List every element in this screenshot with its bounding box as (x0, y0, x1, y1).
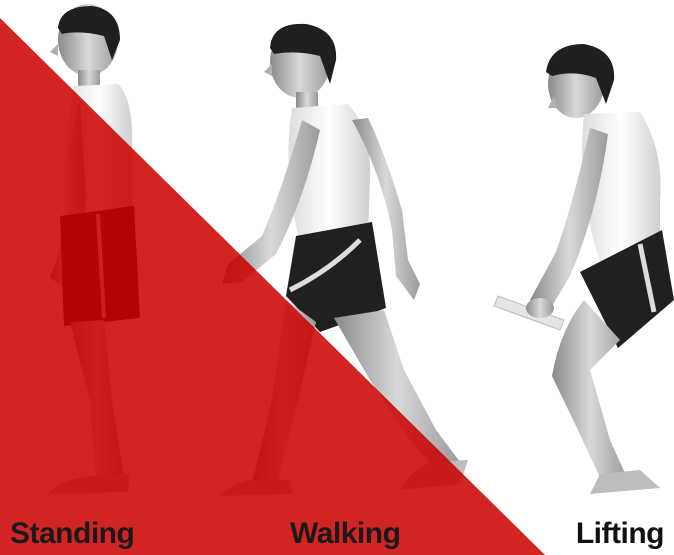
standing-nose (50, 44, 58, 56)
walking-nose (264, 64, 272, 76)
lifting-hand (526, 298, 554, 318)
caption-walking: Walking (290, 517, 400, 551)
caption-standing: Standing (10, 517, 134, 551)
caption-lifting: Lifting (576, 517, 664, 551)
red-diagonal-overlay (0, 18, 545, 555)
lifting-figure (494, 44, 674, 494)
